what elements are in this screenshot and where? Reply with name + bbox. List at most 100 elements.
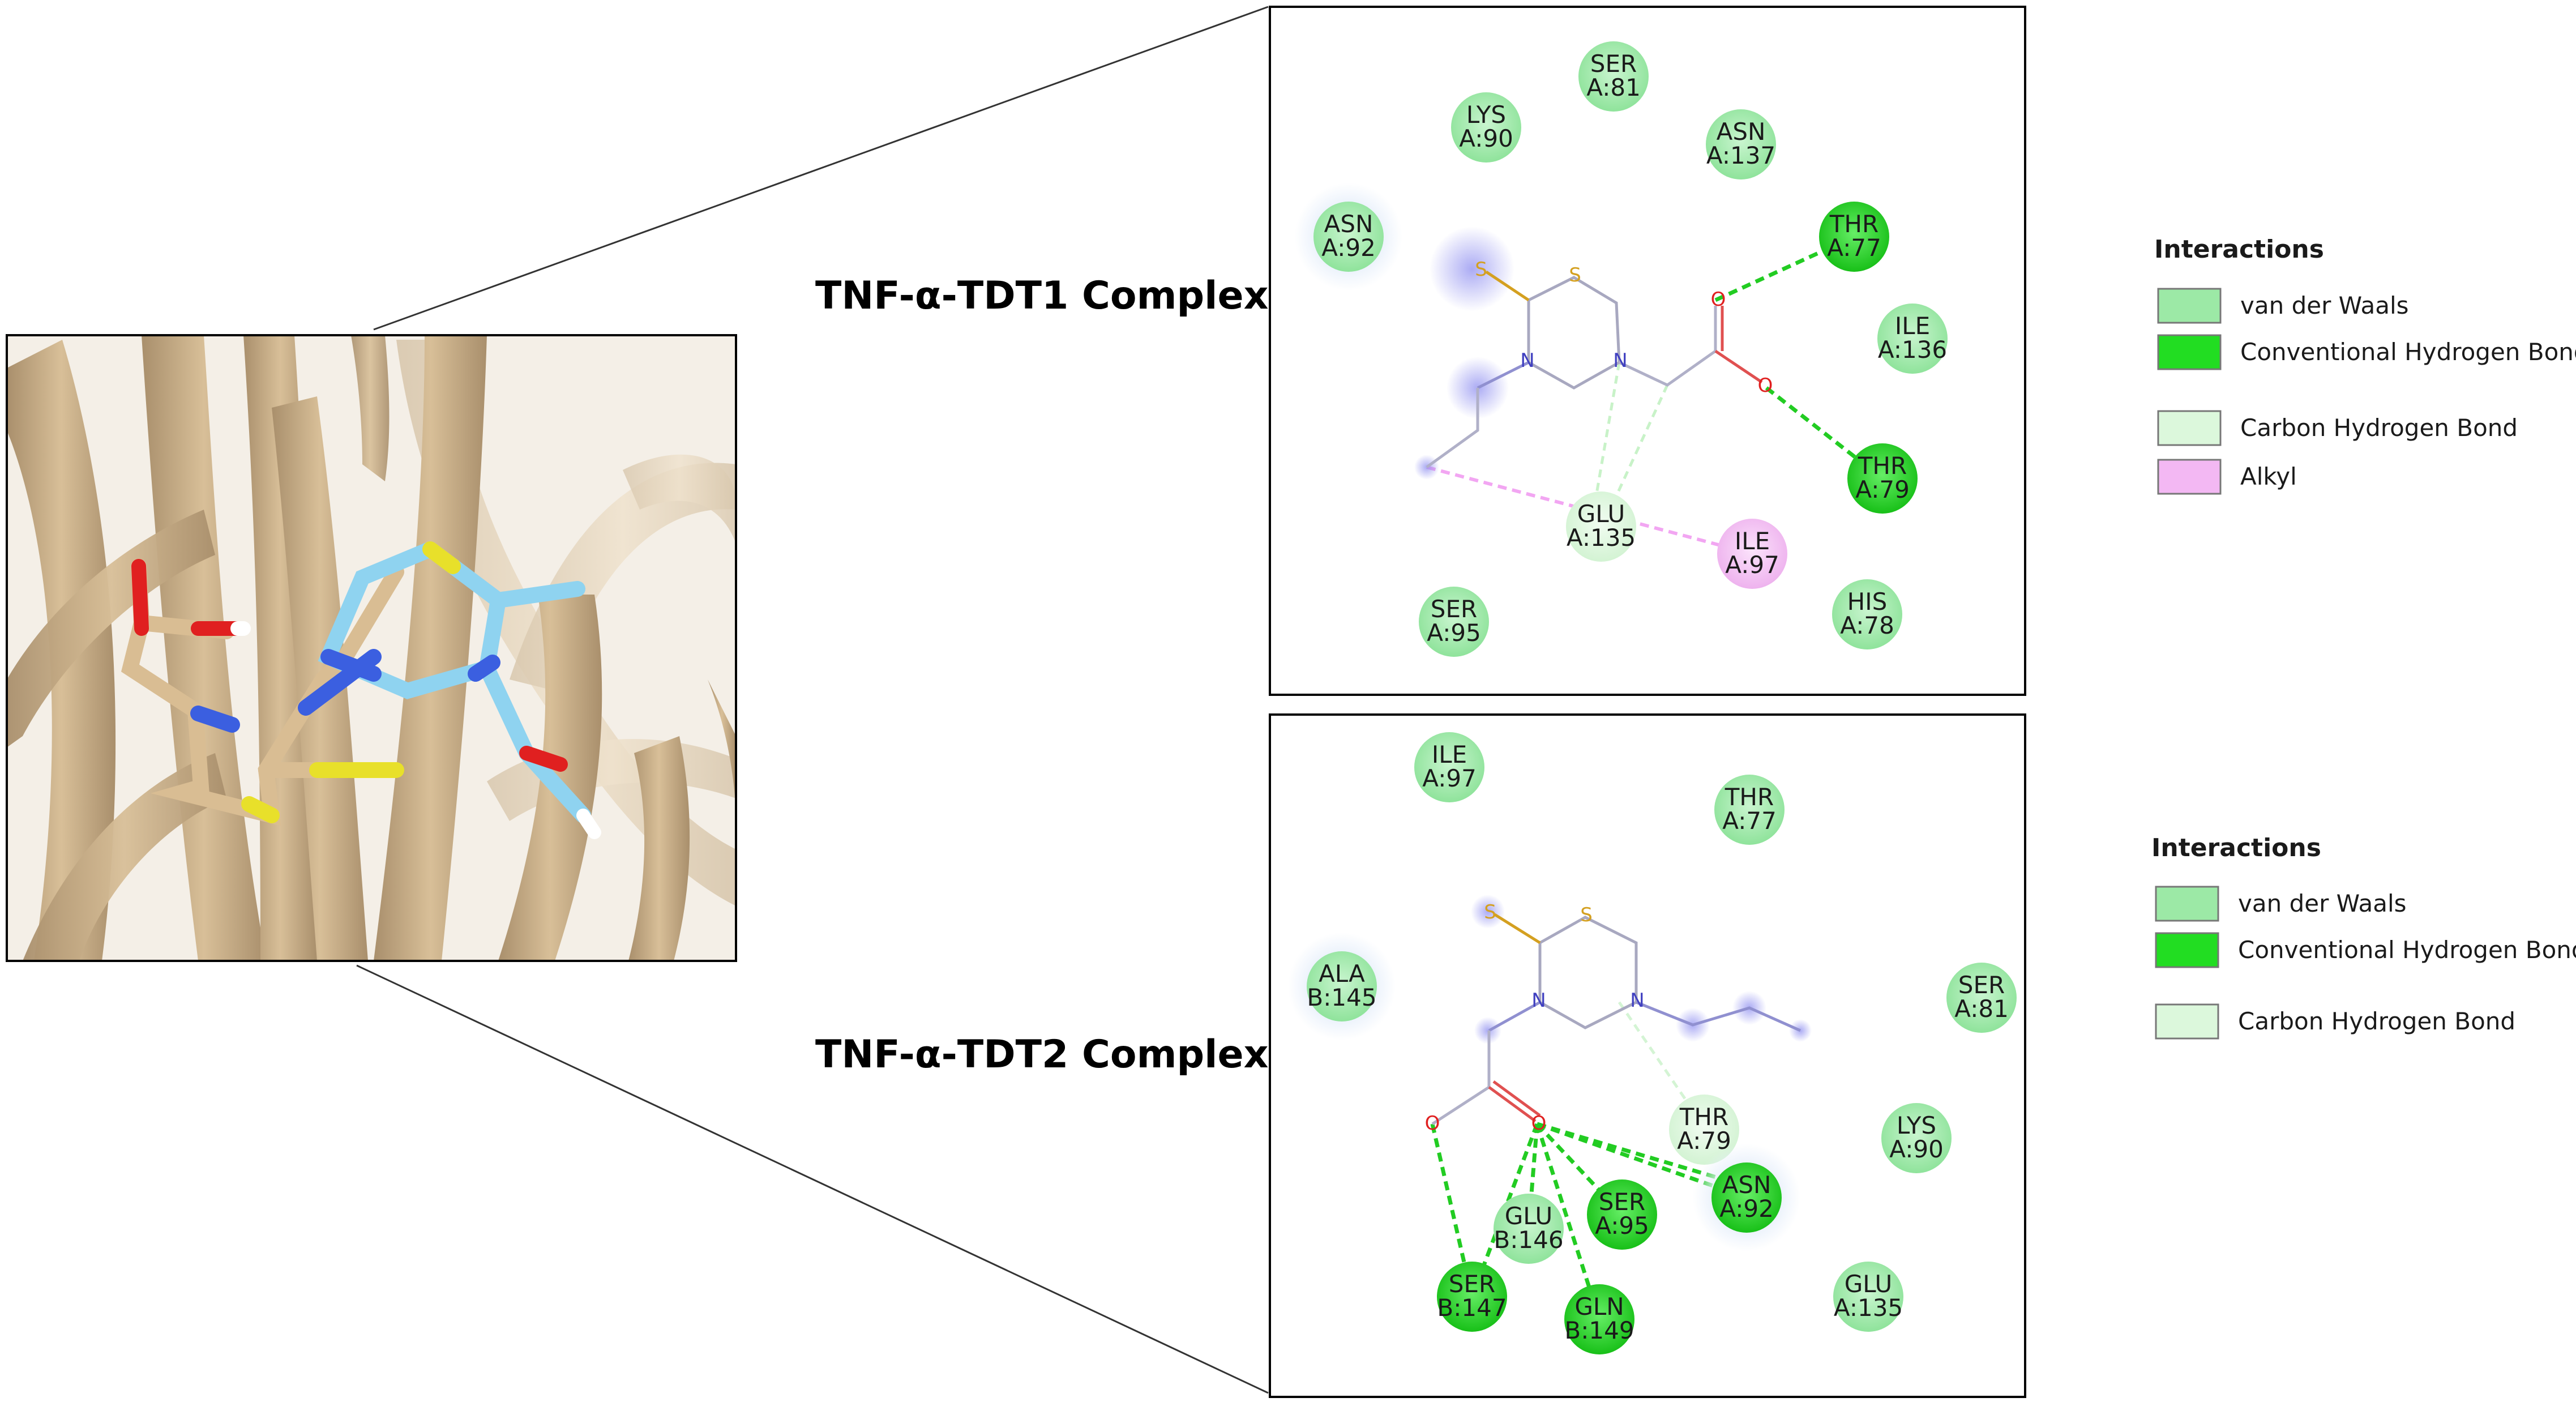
residue-disc xyxy=(1881,1103,1952,1173)
residue-disc xyxy=(1877,304,1948,374)
atom-n-tdt2-1: N xyxy=(1531,989,1546,1012)
residue-id: A:90 xyxy=(1889,1135,1944,1163)
legend-label: Conventional Hydrogen Bond xyxy=(2240,338,2576,366)
atom-s-tdt2-ring: S xyxy=(1580,904,1593,926)
atom-o-tdt1-2: O xyxy=(1758,374,1773,397)
residue-disc xyxy=(1946,963,2017,1033)
residue-name: THR xyxy=(1829,210,1878,238)
residue-name: LYS xyxy=(1466,101,1506,129)
residue-name: ILE xyxy=(1432,741,1467,768)
atom-o-tdt2-1: O xyxy=(1425,1112,1440,1135)
residue-id: A:77 xyxy=(1722,807,1777,835)
residue-disc xyxy=(1414,732,1484,802)
residue-name: GLN xyxy=(1574,1293,1624,1320)
residue-disc xyxy=(1669,1095,1739,1165)
residue-id: A:97 xyxy=(1422,764,1477,792)
residue-disc xyxy=(1832,579,1902,649)
residue-disc xyxy=(1714,775,1785,845)
atom-s-tdt2-thione: S xyxy=(1484,901,1496,924)
ligand-structure-tdt1: S S N N O O xyxy=(1414,226,1773,480)
residue-id: B:145 xyxy=(1307,984,1376,1011)
residue-id: A:97 xyxy=(1725,551,1779,579)
residue-name: ASN xyxy=(1722,1171,1771,1199)
residue-name: GLU xyxy=(1505,1202,1553,1230)
residue-disc xyxy=(1566,491,1636,562)
residue-disc xyxy=(1847,443,1918,514)
residue-disc xyxy=(1587,1179,1657,1250)
legend-swatch xyxy=(2157,459,2222,495)
residue-id: A:77 xyxy=(1827,234,1881,262)
residue-id: A:79 xyxy=(1855,476,1910,503)
residue-id: A:81 xyxy=(1586,74,1641,101)
residue-id: A:92 xyxy=(1321,234,1376,262)
residue-disc xyxy=(1494,1194,1564,1264)
residue-name: THR xyxy=(1725,783,1774,811)
legend-swatch xyxy=(2155,886,2219,922)
legend-title: Interactions xyxy=(2151,833,2321,862)
residue-disc xyxy=(1819,202,1889,272)
residue-id: A:95 xyxy=(1427,619,1481,647)
residue-id: A:78 xyxy=(1840,612,1894,639)
zoom-line-bottom xyxy=(356,964,1269,1394)
residue-id: A:135 xyxy=(1567,524,1636,552)
residue-disc xyxy=(1706,109,1776,179)
protein-ribbons xyxy=(7,335,736,961)
atom-o-tdt1-1: O xyxy=(1711,288,1726,311)
residue-id: A:81 xyxy=(1954,995,2009,1023)
protein-structure-view xyxy=(6,334,737,962)
residue-id: A:135 xyxy=(1834,1294,1903,1322)
atom-n-tdt2-2: N xyxy=(1630,989,1644,1012)
residue-id: B:149 xyxy=(1564,1316,1634,1344)
residue-name: SER xyxy=(1599,1188,1645,1216)
residue-disc xyxy=(1578,41,1649,112)
residue-id: B:147 xyxy=(1437,1294,1507,1322)
residue-name: SER xyxy=(1958,971,2005,999)
legend-swatch xyxy=(2157,334,2222,370)
residue-disc xyxy=(1717,519,1787,589)
legend-label: van der Waals xyxy=(2238,890,2407,917)
atom-n-tdt1-2: N xyxy=(1613,349,1627,372)
residue-disc xyxy=(1313,202,1384,272)
residue-name: ASN xyxy=(1717,118,1766,146)
atom-o-tdt2-2: O xyxy=(1531,1112,1547,1135)
complex-title-tdt2: TNF-α-TDT2 Complex xyxy=(815,1032,1268,1077)
residue-name: ILE xyxy=(1895,312,1930,340)
atom-s-tdt1-ring: S xyxy=(1569,264,1581,287)
legend-label: Conventional Hydrogen Bond xyxy=(2238,936,2576,964)
residue-name: THR xyxy=(1858,452,1907,480)
residue-name: SER xyxy=(1590,50,1637,78)
legend-swatch xyxy=(2157,410,2222,446)
legend-swatch xyxy=(2155,1003,2219,1040)
legend-swatch xyxy=(2157,288,2222,324)
residue-id: B:146 xyxy=(1494,1226,1563,1254)
legend-label: Carbon Hydrogen Bond xyxy=(2240,414,2518,442)
residue-name: LYS xyxy=(1897,1112,1936,1139)
legend-title: Interactions xyxy=(2154,235,2324,264)
residue-name: THR xyxy=(1679,1103,1728,1131)
residue-disc xyxy=(1419,587,1489,657)
residue-disc xyxy=(1451,92,1521,163)
residue-id: A:136 xyxy=(1878,336,1947,364)
residue-disc xyxy=(1564,1284,1634,1354)
ligand-sticks xyxy=(121,541,601,839)
